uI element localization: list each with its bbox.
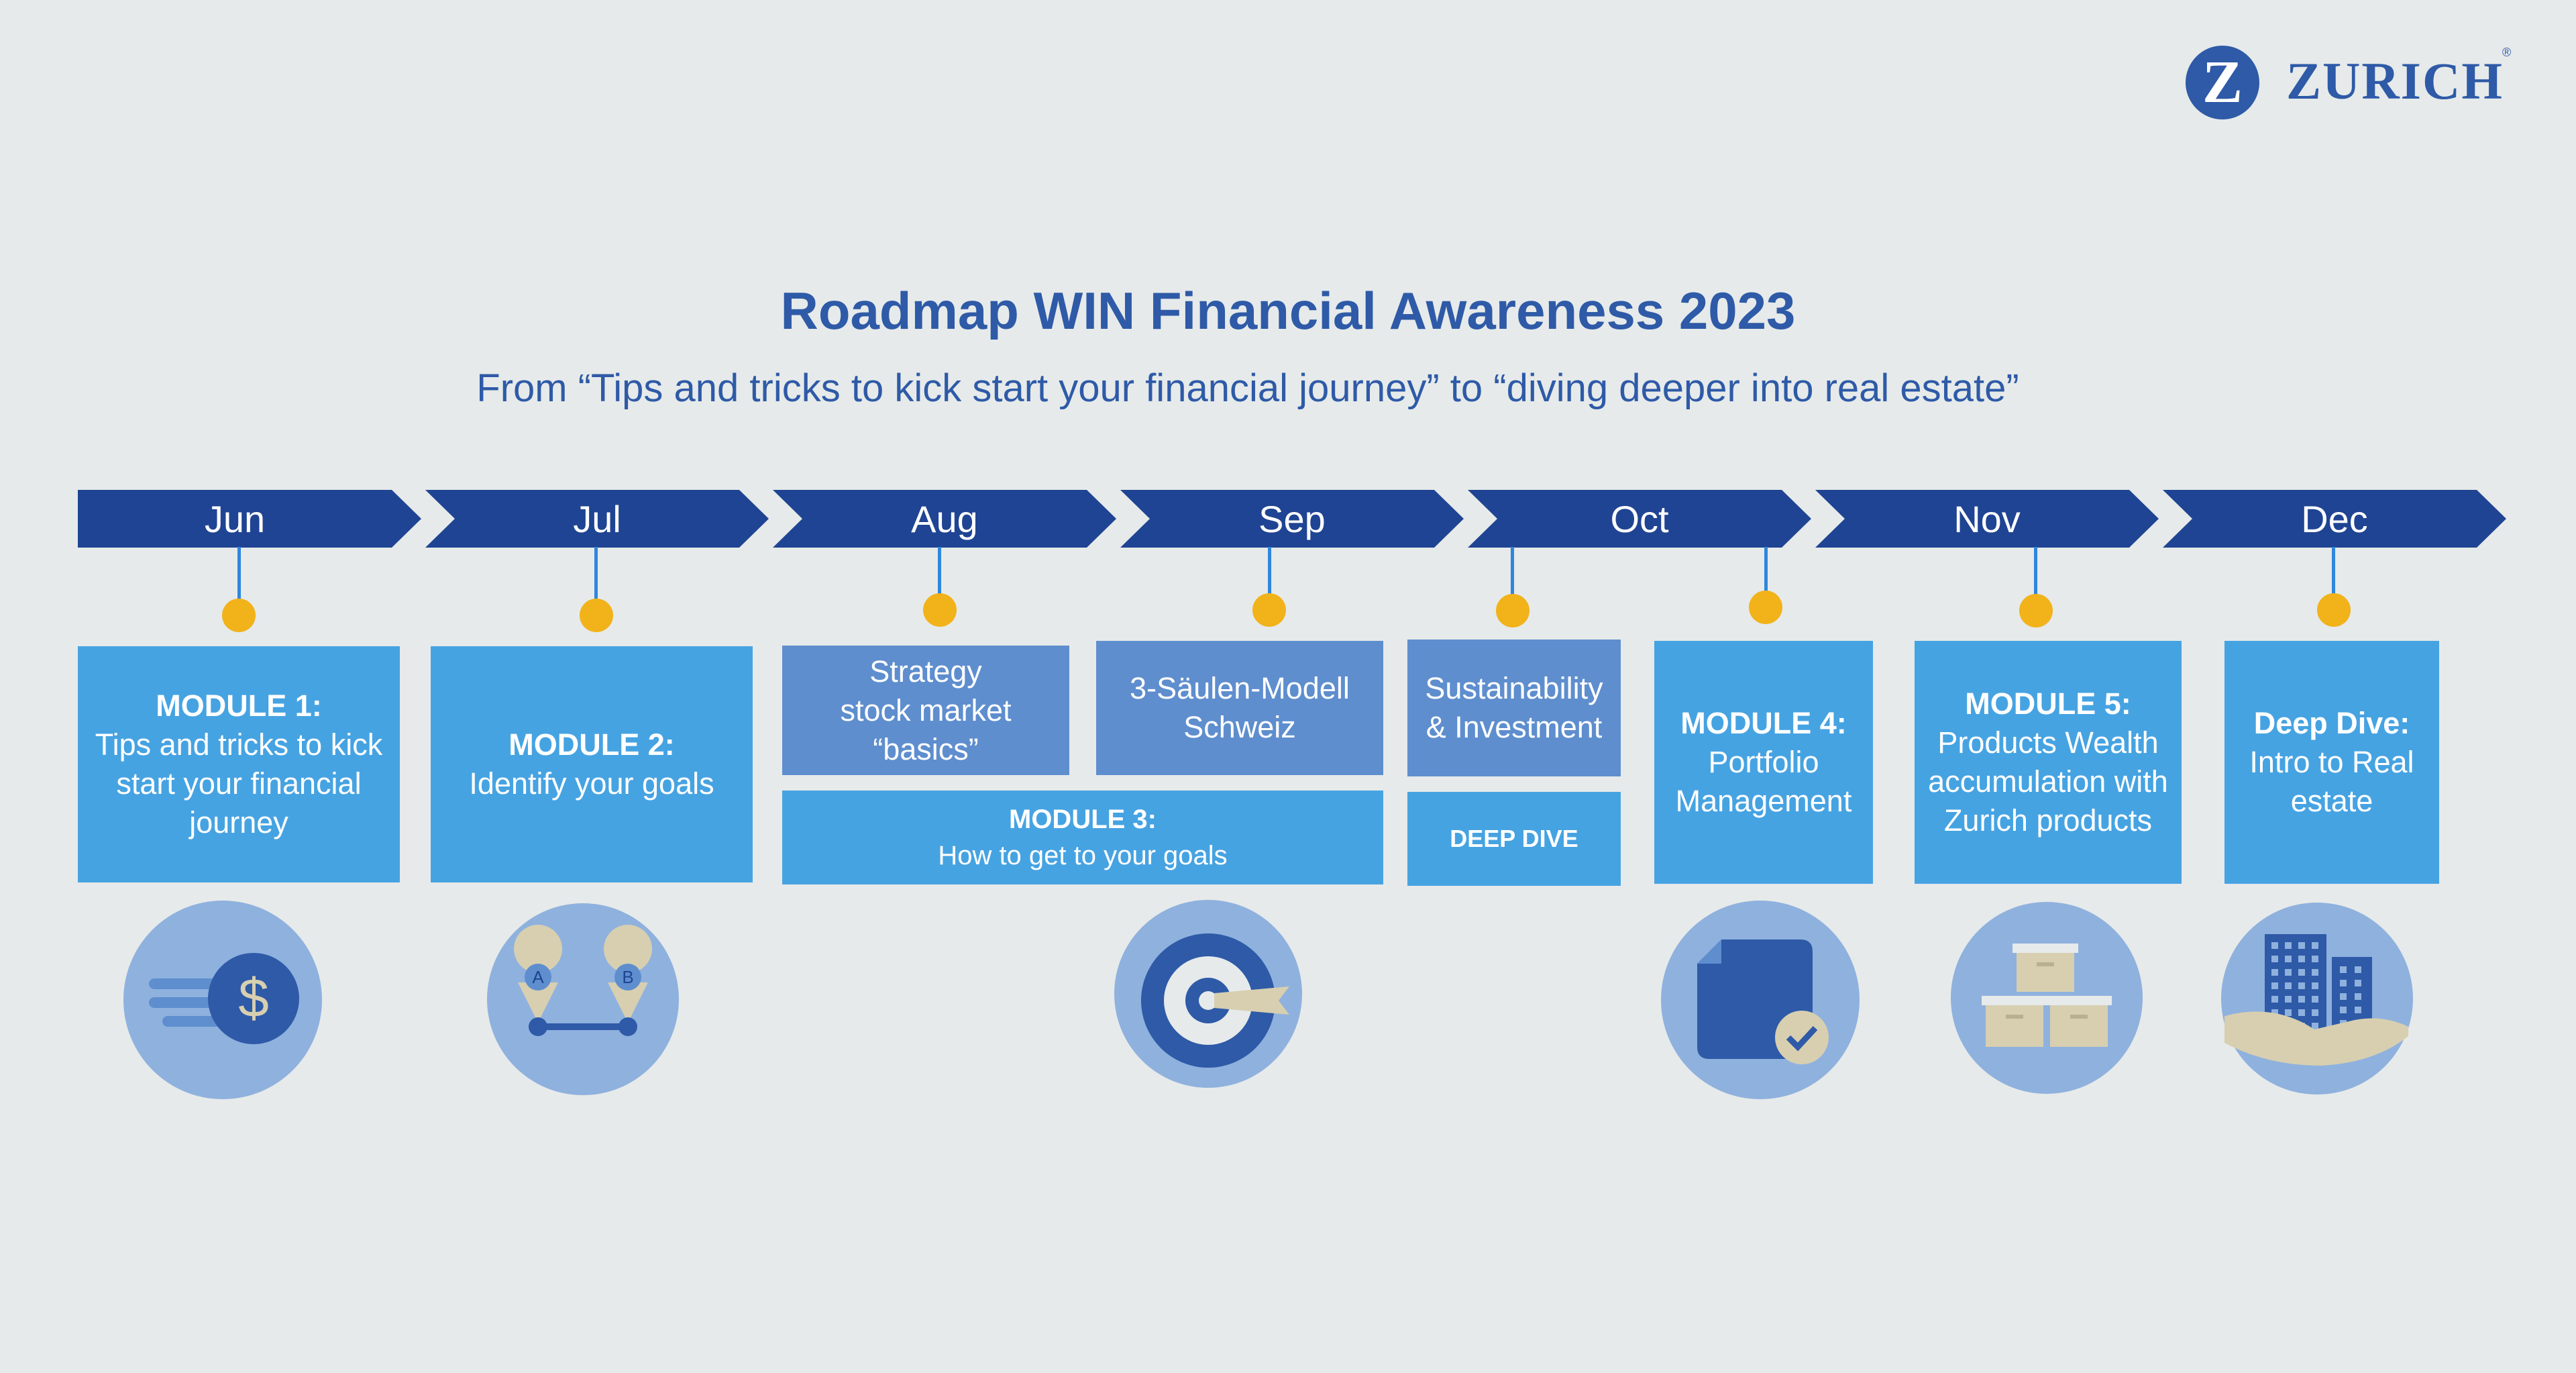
module-3-heading: MODULE 3: <box>1009 805 1157 834</box>
strategy-line: stock market <box>840 693 1012 727</box>
milestone-dot-oct-1 <box>1496 594 1529 627</box>
saeulen-line: Schweiz <box>1183 710 1296 744</box>
module-5-box: MODULE 5: Products Wealth accumulation w… <box>1915 641 2182 884</box>
module-5-heading: MODULE 5: <box>1965 686 2131 721</box>
milestone-dot-jul <box>580 599 613 632</box>
stem-oct-2 <box>1764 547 1768 591</box>
milestone-dot-jun <box>222 599 256 632</box>
timeline-chevron-aug <box>773 490 1116 548</box>
module-2-line: Identify your goals <box>469 766 714 801</box>
sustainability-box: Sustainability & Investment <box>1407 640 1621 776</box>
module-1-heading: MODULE 1: <box>156 689 322 723</box>
saeulen-box: 3-Säulen-Modell Schweiz <box>1096 641 1383 775</box>
page-subtitle: From “Tips and tricks to kick start your… <box>476 366 2019 410</box>
deep-dive-real-estate-heading: Deep Dive: <box>2253 706 2410 740</box>
deep-dive-real-estate-line: Intro to Real <box>2249 745 2414 779</box>
page-title: Roadmap WIN Financial Awareness 2023 <box>780 281 1796 340</box>
timeline-chevron-jul <box>425 490 769 548</box>
month-label-jul: Jul <box>573 498 621 540</box>
month-label-aug: Aug <box>911 498 978 540</box>
route-label-b: B <box>622 967 633 987</box>
milestone-dot-dec <box>2317 593 2351 627</box>
zurich-logo-mark: Z <box>2186 46 2259 119</box>
timeline-chevron-sep <box>1120 490 1464 548</box>
module-4-box: MODULE 4: Portfolio Management <box>1654 641 1873 884</box>
module-2-box: MODULE 2: Identify your goals <box>431 646 753 882</box>
deep-dive-real-estate-box: Deep Dive: Intro to Real estate <box>2224 641 2439 884</box>
document-check-icon <box>1661 901 1860 1099</box>
stem-jun <box>237 547 241 599</box>
sustainability-line: & Investment <box>1426 710 1603 744</box>
deep-dive-heading: DEEP DIVE <box>1450 825 1578 852</box>
stem-dec <box>2332 547 2335 594</box>
stem-oct-1 <box>1511 547 1514 595</box>
month-label-sep: Sep <box>1258 498 1326 540</box>
stem-nov <box>2034 547 2037 595</box>
module-3-line: How to get to your goals <box>938 841 1228 870</box>
module-5-line: accumulation with <box>1928 764 2168 799</box>
route-label-a: A <box>532 967 544 987</box>
route-a-b-icon: A B <box>487 903 679 1095</box>
module-3-box: MODULE 3: How to get to your goals <box>782 791 1383 884</box>
month-label-dec: Dec <box>2301 498 2368 540</box>
module-4-line: Management <box>1675 784 1852 818</box>
timeline-chevron-jun <box>78 490 421 548</box>
timeline-chevron-nov <box>1815 490 2159 548</box>
month-label-nov: Nov <box>1953 498 2021 540</box>
stem-jul <box>594 547 598 599</box>
module-1-line: journey <box>189 805 288 840</box>
stem-aug <box>938 547 941 594</box>
deep-dive-real-estate-line: estate <box>2290 784 2373 818</box>
module-1-line: start your financial <box>116 766 362 801</box>
month-label-oct: Oct <box>1610 498 1669 540</box>
sustainability-line: Sustainability <box>1425 671 1603 705</box>
module-4-heading: MODULE 4: <box>1680 706 1847 740</box>
timeline-chevron-dec <box>2163 490 2506 548</box>
module-5-line: Products Wealth <box>1937 725 2159 760</box>
milestone-dot-sep <box>1252 593 1286 627</box>
zurich-logo-text: ZURICH <box>2286 52 2504 110</box>
milestone-dot-nov <box>2019 594 2053 627</box>
dollar-sign: $ <box>238 968 269 1029</box>
strategy-box: Strategy stock market “basics” <box>782 646 1069 775</box>
saeulen-line: 3-Säulen-Modell <box>1130 671 1350 705</box>
deep-dive-box: DEEP DIVE <box>1407 792 1621 886</box>
boxes-icon <box>1951 902 2143 1094</box>
target-icon <box>1114 900 1302 1088</box>
module-2-heading: MODULE 2: <box>508 727 675 762</box>
timeline-chevron-oct <box>1468 490 1811 548</box>
building-hand-icon <box>2221 903 2413 1095</box>
strategy-line: “basics” <box>873 731 979 766</box>
month-label-jun: Jun <box>205 498 265 540</box>
module-5-line: Zurich products <box>1943 803 2153 837</box>
stem-sep <box>1268 547 1271 594</box>
registered-mark: ® <box>2502 46 2512 59</box>
module-1-box: MODULE 1: Tips and tricks to kick start … <box>78 646 400 882</box>
milestone-dot-aug <box>923 593 957 627</box>
dollar-speed-icon: $ <box>123 901 322 1099</box>
zurich-logo: Z ZURICH ® <box>2186 43 2521 123</box>
milestone-dot-oct-2 <box>1749 591 1782 624</box>
module-1-line: Tips and tricks to kick <box>95 727 383 762</box>
module-4-line: Portfolio <box>1708 745 1819 779</box>
strategy-line: Strategy <box>869 654 982 689</box>
